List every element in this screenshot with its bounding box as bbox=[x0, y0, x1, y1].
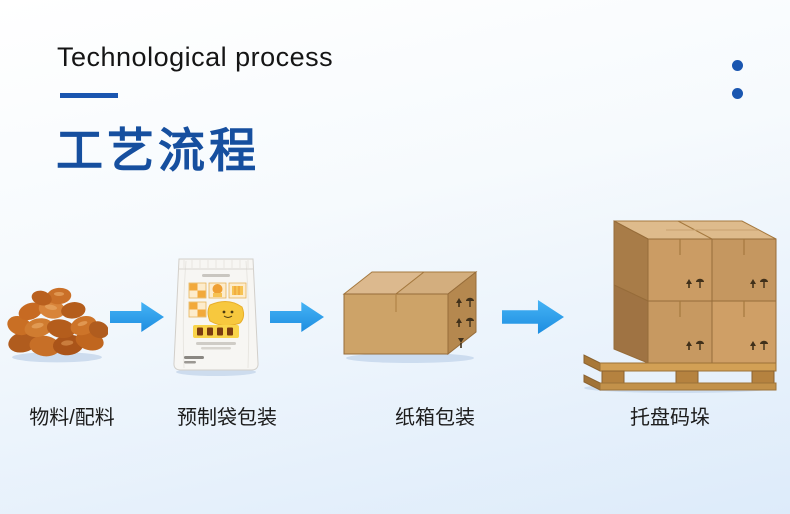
page-title-en: Technological process bbox=[57, 42, 334, 72]
step-pallet bbox=[570, 208, 782, 394]
arrow-right-icon bbox=[502, 300, 564, 334]
step-carton bbox=[336, 258, 490, 364]
decor-dots bbox=[732, 60, 743, 99]
pallet-stack-icon bbox=[583, 220, 777, 393]
step-premade-bag bbox=[166, 250, 266, 378]
carton-box-icon bbox=[342, 270, 478, 363]
arrow-right-icon bbox=[110, 302, 164, 332]
dot-icon bbox=[732, 60, 743, 71]
stand-up-pouch-icon bbox=[173, 258, 259, 376]
step-label-pallet: 托盘码垛 bbox=[630, 407, 710, 429]
title-underline bbox=[60, 93, 118, 98]
dot-icon bbox=[732, 88, 743, 99]
arrow-right-icon bbox=[270, 302, 324, 332]
nuts-pile-icon bbox=[7, 287, 108, 363]
step-materials bbox=[6, 276, 108, 364]
step-label-materials: 物料/配料 bbox=[29, 407, 115, 429]
step-label-premade-bag: 预制袋包装 bbox=[177, 407, 277, 429]
page-title-zh: 工艺流程 bbox=[56, 124, 260, 177]
step-label-carton: 纸箱包装 bbox=[395, 407, 475, 429]
